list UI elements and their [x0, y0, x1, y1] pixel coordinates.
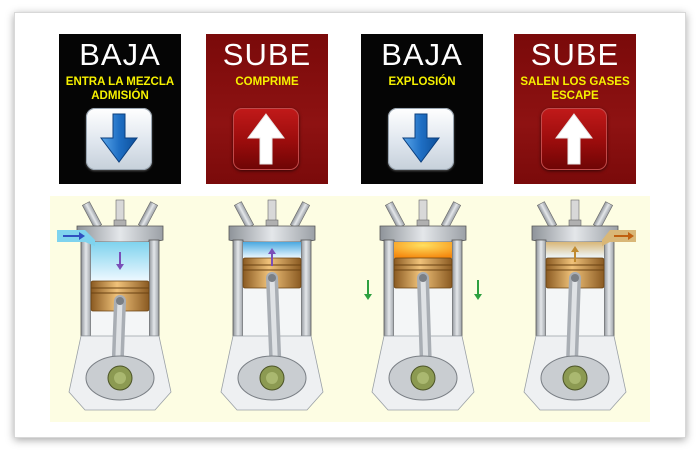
spark-plug-icon [115, 199, 125, 223]
engine-compression [207, 196, 337, 422]
stroke-title: SUBE [222, 37, 312, 72]
engine-diagram-area [50, 196, 650, 422]
stroke-subtitle: COMPRIME [235, 76, 299, 88]
arrow-down-icon [86, 108, 152, 170]
spark-plug-icon [267, 199, 277, 223]
stroke-title: BAJA [79, 37, 161, 72]
arrow-down-icon [388, 108, 454, 170]
stroke-subtitle: SALEN LOS GASES ESCAPE [520, 76, 630, 102]
engine-power [358, 196, 488, 422]
stroke-panel-compression: SUBE COMPRIME [206, 34, 328, 184]
stroke-panel-exhaust: SUBE SALEN LOS GASES ESCAPE [514, 34, 636, 184]
intake-flow [57, 230, 95, 246]
stroke-title: SUBE [530, 37, 620, 72]
stroke-subtitle: ENTRA LA MEZCLA ADMISIÓN [65, 76, 175, 102]
arrow-up-icon [541, 108, 607, 170]
engine-exhaust [510, 196, 640, 422]
stroke-title: BAJA [381, 37, 463, 72]
arrow-up-icon [233, 108, 299, 170]
stroke-subtitle: EXPLOSIÓN [388, 76, 456, 88]
spark-plug-icon [418, 199, 428, 223]
engine-intake [55, 196, 185, 422]
stroke-panel-power: BAJA EXPLOSIÓN [361, 34, 483, 184]
exhaust-flow [602, 230, 636, 246]
stroke-panel-intake: BAJA ENTRA LA MEZCLA ADMISIÓN [59, 34, 181, 184]
spark-plug-icon [570, 199, 580, 223]
